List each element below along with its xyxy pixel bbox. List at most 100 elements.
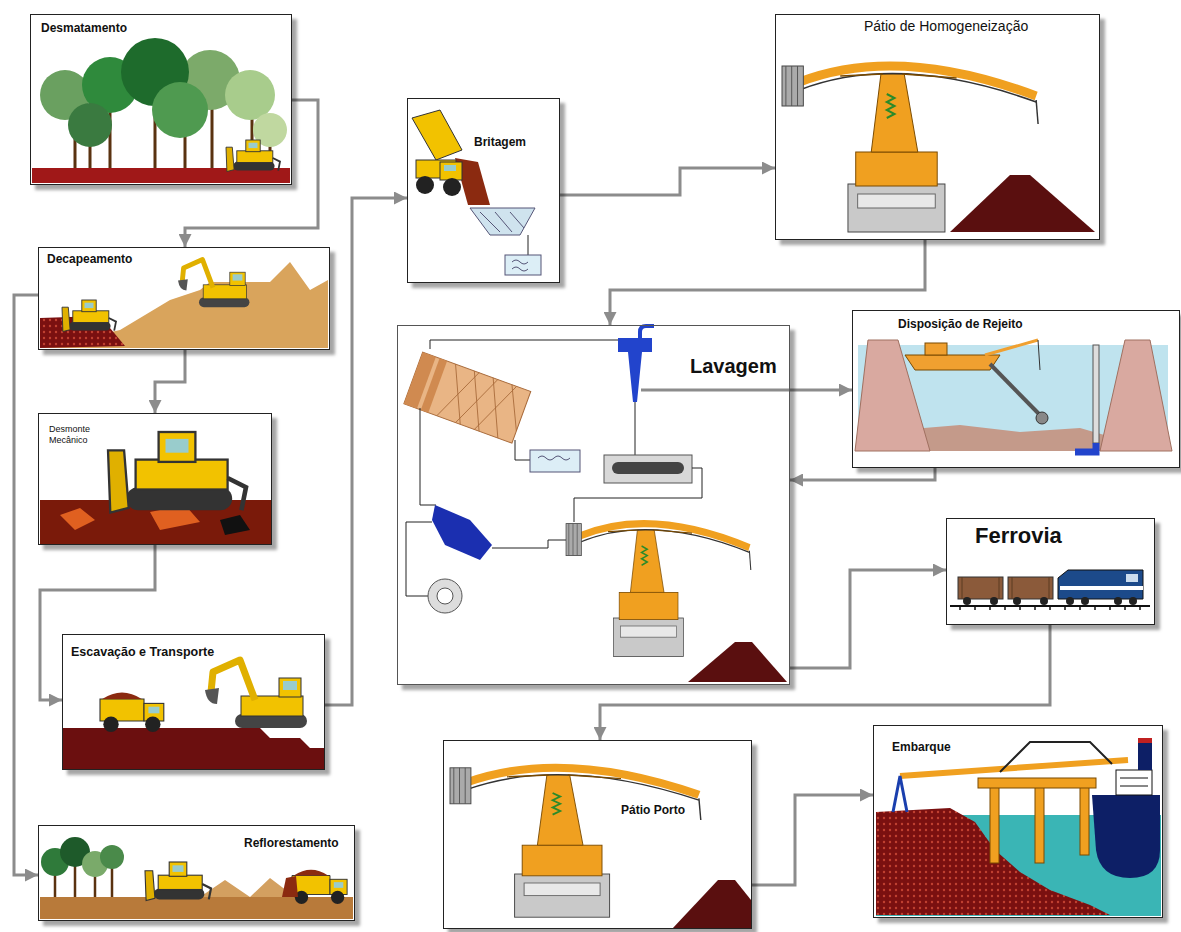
node-title: Pátio Porto	[621, 803, 685, 817]
tailings-dam	[1075, 443, 1096, 452]
mechanical-ripping	[108, 432, 246, 513]
homogenization-yard	[950, 175, 1095, 232]
homogenization-yard	[782, 66, 1095, 232]
ship-loading	[990, 785, 999, 863]
reforestation	[200, 878, 295, 897]
process-panel: Lavagem	[397, 325, 790, 685]
washing-plant	[515, 440, 530, 460]
flow-arrow	[40, 545, 155, 700]
reforestation	[145, 862, 211, 901]
excavation-haulage	[100, 692, 164, 732]
ship-loading	[978, 778, 1096, 788]
mechanical-ripping	[40, 432, 271, 544]
washing-plant	[437, 364, 531, 443]
washing-plant	[437, 588, 453, 604]
washing-plant	[421, 358, 447, 412]
overburden-removal	[40, 260, 328, 348]
tailings-dam	[925, 343, 947, 355]
flow-arrow	[790, 468, 935, 480]
ship-loading	[1000, 742, 1112, 772]
tailings-dam	[905, 355, 1000, 370]
ship-loading	[1116, 770, 1152, 795]
crushing	[505, 255, 541, 275]
railway	[1013, 597, 1021, 605]
crushing	[480, 212, 524, 232]
railway	[1060, 586, 1143, 590]
washing-plant	[420, 408, 436, 505]
ship-loading	[1092, 795, 1160, 878]
excavation-haulage	[63, 728, 324, 769]
excavation-haulage	[63, 660, 324, 769]
ship-loading	[1080, 785, 1089, 855]
crushing	[416, 176, 434, 194]
node-title: Desmatamento	[41, 21, 127, 35]
reforestation	[100, 845, 124, 869]
washing-plant	[530, 450, 580, 472]
reforestation	[282, 876, 298, 897]
washing-plant	[428, 579, 462, 613]
washing-plant	[404, 352, 531, 443]
ship-loading	[1138, 738, 1152, 743]
node-title: Pátio de Homogeneização	[864, 18, 1028, 35]
ship-loading	[876, 738, 1161, 916]
washing-plant	[618, 338, 652, 402]
tailings-dam	[1100, 340, 1172, 451]
railway	[1066, 597, 1074, 605]
railway	[1081, 597, 1089, 605]
crushing	[444, 165, 456, 171]
process-box: Pátio de Homogeneização	[775, 14, 1100, 240]
process-box: Desmonte Mecânico	[38, 413, 272, 545]
flow-arrow	[600, 625, 1050, 740]
node-title: Embarque	[892, 740, 951, 754]
railway	[1114, 597, 1122, 605]
ship-loading	[900, 760, 1128, 776]
washing-plant	[404, 326, 790, 682]
process-box: Reflorestamento	[38, 825, 355, 921]
crushing	[440, 162, 462, 180]
washing-plant	[404, 352, 531, 443]
tailings-dam	[985, 340, 1038, 355]
railway	[1126, 574, 1138, 582]
reforestation	[40, 837, 353, 919]
overburden-removal	[62, 300, 116, 332]
washing-plant	[406, 522, 432, 596]
node-title: Lavagem	[690, 354, 777, 378]
node-title: Desmonte Mecânico	[49, 424, 99, 446]
forest-clearing	[152, 82, 208, 138]
connector-group	[14, 100, 1050, 885]
port-yard	[672, 880, 751, 929]
forest-clearing	[68, 103, 112, 147]
crushing	[512, 260, 528, 271]
flow-arrow	[752, 795, 873, 885]
crushing	[412, 110, 541, 275]
railway	[1008, 577, 1053, 599]
washing-plant	[612, 462, 684, 474]
railway	[990, 597, 998, 605]
tailings-dam	[990, 364, 1040, 415]
flow-arrow	[325, 198, 407, 705]
port-yard	[450, 768, 701, 917]
railway	[1040, 597, 1048, 605]
forest-clearing	[226, 140, 280, 172]
overburden-removal	[178, 260, 249, 308]
tailings-dam	[1036, 412, 1048, 424]
crushing	[443, 178, 461, 196]
washing-plant	[640, 326, 654, 340]
process-box: Embarque	[873, 725, 1163, 918]
ship-loading	[893, 776, 907, 812]
process-box: Escavação e Transporte	[62, 634, 325, 770]
forest-clearing	[32, 38, 290, 183]
flow-arrow	[610, 240, 925, 325]
flow-arrow	[185, 100, 318, 247]
reforestation	[292, 870, 347, 904]
tailings-dam	[1093, 345, 1099, 443]
node-title: Reflorestamento	[244, 836, 339, 850]
port-yard	[450, 768, 751, 929]
flow-arrow	[790, 389, 852, 392]
railway	[958, 577, 1003, 599]
flow-arrow	[790, 570, 946, 668]
process-box: Britagem	[407, 98, 560, 283]
